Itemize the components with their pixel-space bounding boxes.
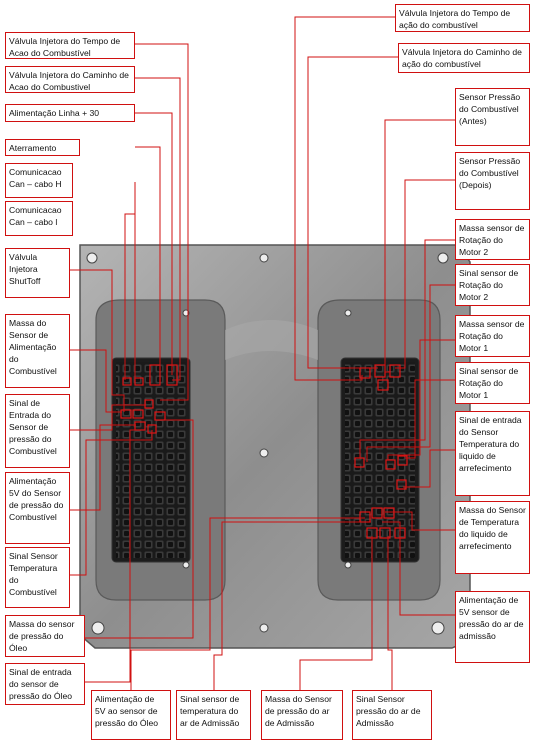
- label-comunicacao-can-l: Comunicacao Can – cabo l: [5, 201, 73, 236]
- label-massa-sensor-rotacao-motor-2: Massa sensor de Rotação do Motor 2: [455, 219, 530, 260]
- label-valvula-injetora-shutoff: Válvula Injetora ShutToff: [5, 248, 70, 298]
- label-alimentacao-5v-sensor-pressao-oleo: Alimentação de 5V ao sensor de pressão d…: [91, 690, 171, 740]
- label-sinal-entrada-sensor-temperatura-arrefecimento: Sinal de entrada do Sensor Temperatura d…: [455, 411, 530, 496]
- label-sensor-pressao-combustivel-depois: Sensor Pressão do Combustível (Depois): [455, 152, 530, 210]
- label-valvula-injetora-caminho-acao-combustivel: Válvula Injetora do Caminho de ação do c…: [398, 43, 530, 73]
- label-sensor-pressao-combustivel-antes: Sensor Pressão do Combustível (Antes): [455, 88, 530, 146]
- label-comunicacao-can-h: Comunicacao Can – cabo H: [5, 163, 73, 198]
- label-alimentacao-5v-sensor-pressao-combustivel: Alimentação 5V do Sensor de pressão do C…: [5, 472, 70, 544]
- label-alimentacao-linha-30: Alimentação Linha + 30: [5, 104, 135, 122]
- label-valvula-injetora-caminho-acao: Válvula Injetora do Caminho de Acao do C…: [5, 66, 135, 93]
- label-valvula-injetora-tempo-acao: Válvula Injetora do Tempo de Acao do Com…: [5, 32, 135, 59]
- label-sinal-entrada-sensor-pressao-oleo: Sinal de entrada do sensor de pressão do…: [5, 663, 85, 705]
- label-sinal-sensor-pressao-ar-admissao: Sinal Sensor pressão do ar de Admissão: [352, 690, 432, 740]
- label-massa-sensor-pressao-ar-admissao: Massa do Sensor de pressão do ar de Admi…: [261, 690, 343, 740]
- label-sinal-sensor-temperatura-combustivel: Sinal Sensor Temperatura do Combustível: [5, 547, 70, 608]
- label-massa-sensor-temperatura-arrefecimento: Massa do Sensor de Temperatura do liquid…: [455, 501, 530, 574]
- label-massa-sensor-alimentacao-combustivel: Massa do Sensor de Alimentação do Combus…: [5, 314, 70, 388]
- label-sinal-entrada-sensor-pressao-combustivel: Sinal de Entrada do Sensor de pressão do…: [5, 394, 70, 468]
- label-valvula-injetora-tempo-acao-combustivel: Válvula Injetora do Tempo de ação do com…: [395, 4, 530, 32]
- label-alimentacao-5v-sensor-pressao-ar-admissao: Alimentação de 5V sensor de pressão do a…: [455, 591, 530, 663]
- label-massa-sensor-pressao-oleo: Massa do sensor de pressão do Óleo: [5, 615, 85, 657]
- label-sinal-sensor-rotacao-motor-1: Sinal sensor de Rotação do Motor 1: [455, 362, 530, 404]
- label-sinal-sensor-rotacao-motor-2: Sinal sensor de Rotação do Motor 2: [455, 264, 530, 306]
- label-massa-sensor-rotacao-motor-1: Massa sensor de Rotação do Motor 1: [455, 315, 530, 357]
- label-sinal-sensor-temperatura-ar-admissao: Sinal sensor de temperatura do ar de Adm…: [176, 690, 251, 740]
- label-aterramento: Aterramento: [5, 139, 80, 156]
